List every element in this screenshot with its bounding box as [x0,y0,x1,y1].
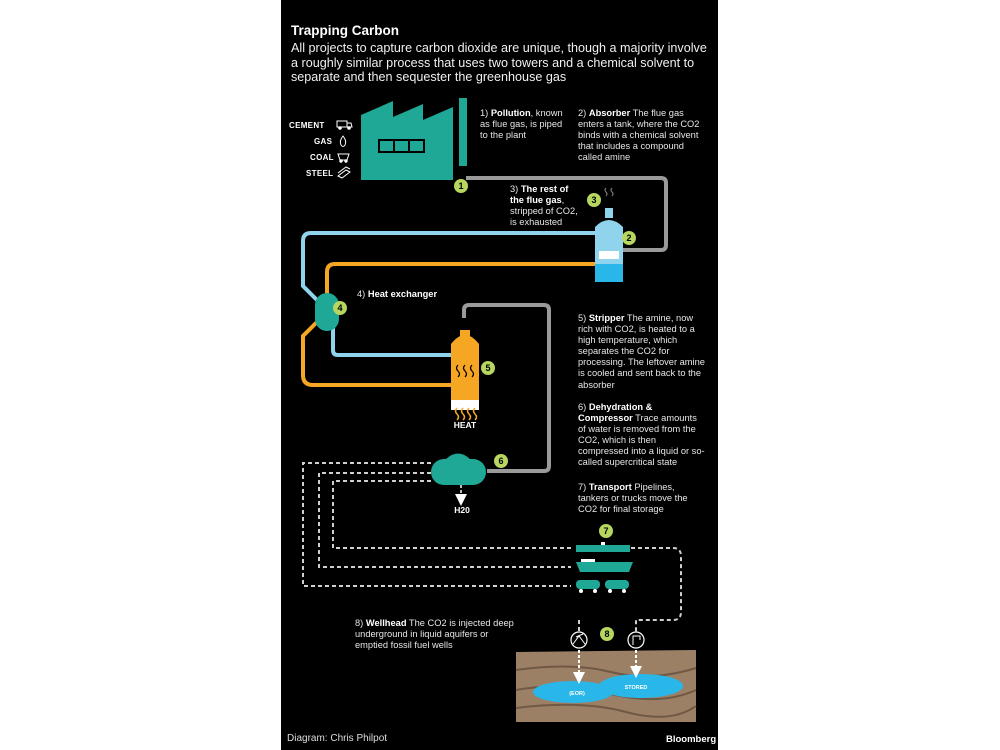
badge-5: 5 [485,363,490,373]
absorber-tower [595,208,623,282]
badge-7: 7 [603,526,608,536]
diagram-graphic: 1 3 2 4 5 6 7 8 HEAT H20 (EOR) STORED [301,98,697,722]
step-2-text: 2) Absorber The flue gas enters a tank, … [578,108,700,163]
bloomberg-logo: Bloomberg [666,734,717,745]
injection-well-icon [627,631,645,649]
co2-pipe [462,303,551,473]
ship-icon [576,559,633,572]
truck-icon [336,120,353,130]
badges: 1 3 2 4 5 6 7 8 [333,179,636,641]
step-1-text: 1) Pollution, known as flue gas, is pipe… [480,108,563,141]
pumpjack-icon [570,631,588,649]
stripper-tower [451,330,479,410]
badge-6: 6 [498,456,503,466]
water-label: H20 [454,505,470,515]
transport-routes [302,462,682,645]
pipeline-icon [576,542,630,552]
heat-label: HEAT [454,420,477,430]
step-8-text: 8) Wellhead The CO2 is injected deep und… [355,618,514,651]
heat-exchanger [315,293,339,331]
dehydration-compressor [431,453,486,485]
heat-icon [454,407,478,421]
step-3-text: 3) The rest of the flue gas, stripped of… [510,184,578,228]
badge-1: 1 [458,181,463,191]
title: Trapping Carbon [291,23,399,38]
lean-amine-pipe [301,262,597,387]
eor-reservoir [533,681,613,703]
step-6-text: 6) Dehydration & Compressor Trace amount… [578,402,705,468]
badge-4: 4 [337,303,342,313]
step-5-text: 5) Stripper The amine, now rich with CO2… [578,313,705,390]
step-4-text: 4) Heat exchanger [357,289,438,299]
credit: Diagram: Chris Philpot [287,733,388,744]
factory-icon [361,98,467,180]
step-7-text: 7) Transport Pipelines, tankers or truck… [578,482,688,515]
subtitle: All projects to capture carbon dioxide a… [291,41,707,85]
badge-8: 8 [604,629,609,639]
badge-3: 3 [591,195,596,205]
eor-label: (EOR) [569,691,585,697]
source-coal: COAL [310,153,334,162]
flame-icon [339,135,347,147]
badge-2: 2 [626,233,631,243]
stored-reservoir [599,674,683,698]
stored-label: STORED [625,685,648,691]
exhaust-wisp [604,187,614,197]
source-steel: STEEL [306,169,334,178]
steel-bars-icon [337,166,351,179]
infographic-panel: 1 3 2 4 5 6 7 8 HEAT H20 (EOR) STORED Tr… [281,0,718,750]
coal-cart-icon [337,153,350,163]
flue-gas-pipe [466,176,668,252]
source-cement: CEMENT [289,121,325,130]
source-gas: GAS [314,137,333,146]
tanker-truck-icon [576,580,629,593]
